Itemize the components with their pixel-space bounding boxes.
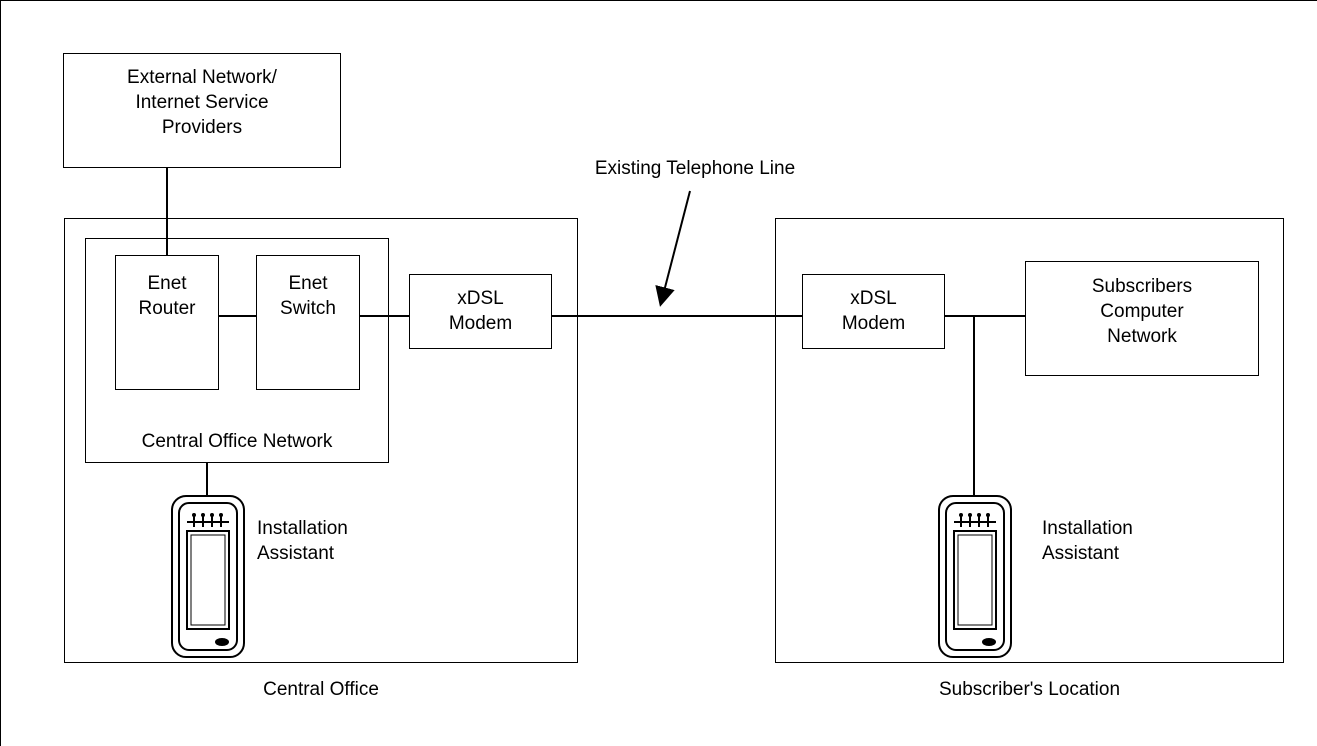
handheld-tester-icon: [938, 495, 1012, 658]
subscribers-network-box: [1025, 261, 1259, 376]
frame-top-border: [0, 0, 1317, 1]
sub-xdsl-modem-box: [802, 274, 945, 349]
switch-to-modem-line: [360, 315, 409, 317]
handheld-tester-icon: [171, 495, 245, 658]
external-network-label: External Network/ Internet Service Provi…: [127, 67, 277, 138]
modem-to-subnet-line: [945, 315, 1025, 317]
frame-left-border: [0, 0, 1, 746]
sub-installation-assistant-label: Installation Assistant: [1042, 518, 1133, 564]
subscribers-network-label: Subscribers Computer Network: [1091, 276, 1193, 347]
co-xdsl-modem-label: xDSL Modem: [448, 288, 513, 334]
sub-xdsl-modem-label: xDSL Modem: [841, 288, 906, 334]
telephone-line-label: Existing Telephone Line: [594, 158, 796, 179]
external-to-router-line: [166, 168, 168, 255]
central-office-network-label: Central Office Network: [141, 431, 333, 452]
router-to-switch-line: [219, 315, 256, 317]
enet-router-label: Enet Router: [138, 273, 196, 319]
subscriber-location-caption: Subscriber's Location: [938, 679, 1121, 700]
conet-to-assistant-line: [206, 463, 208, 495]
enet-switch-box: [256, 255, 360, 390]
enet-router-box: [115, 255, 219, 390]
subnet-to-assistant-line: [973, 315, 975, 495]
external-network-box: [63, 53, 341, 168]
enet-switch-label: Enet Switch: [280, 273, 336, 319]
telephone-line: [552, 315, 802, 317]
co-installation-assistant-label: Installation Assistant: [257, 518, 348, 564]
co-xdsl-modem-box: [409, 274, 552, 349]
central-office-caption: Central Office: [263, 679, 379, 700]
